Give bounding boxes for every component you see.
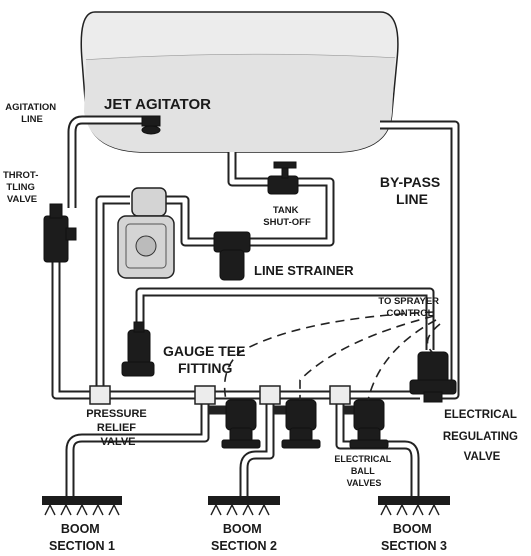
electrical-ball-valves-label: ELECTRICAL BALL VALVES xyxy=(334,454,393,488)
spray-tank xyxy=(80,11,399,153)
pump-icon xyxy=(117,187,175,279)
electrical-ball-valve-2-icon xyxy=(281,399,321,449)
bypass-line-label: BY-PASS LINE xyxy=(380,174,444,207)
jet-agitator-label: JET AGITATOR xyxy=(104,96,211,113)
boom-section-3-icon xyxy=(378,496,450,516)
electrical-ball-valve-1-icon xyxy=(221,399,261,449)
pressure-relief-valve-label: PRESSURE RELIEF VALVE xyxy=(86,408,150,448)
boom-section-1-icon xyxy=(42,496,122,516)
boom-section-1-label: BOOM SECTION 1 xyxy=(49,522,115,553)
to-sprayer-control-label: TO SPRAYER CONTROL xyxy=(378,296,441,319)
jet-agitator-nozzle-icon xyxy=(141,115,161,135)
boom-section-2-label: BOOM SECTION 2 xyxy=(211,522,277,553)
boom-section-2-icon xyxy=(208,496,280,516)
pipes-inner xyxy=(53,117,458,500)
line-strainer-label: LINE STRAINER xyxy=(254,263,354,278)
throttling-valve-icon xyxy=(43,203,77,263)
throttling-valve-label: THROT- TLING VALVE xyxy=(3,170,41,205)
electrical-regulating-valve-icon xyxy=(409,351,457,403)
tank-shutoff-label: TANK SHUT-OFF xyxy=(263,205,311,228)
boom-section-3-label: BOOM SECTION 3 xyxy=(381,522,447,553)
pressure-relief-valve-icon xyxy=(121,321,155,377)
agitation-line-label: AGITATION LINE xyxy=(5,102,58,125)
electrical-regulating-valve-label: ELECTRICAL REGULATING VALVE xyxy=(443,409,521,463)
gauge-tee-fitting-label: GAUGE TEE FITTING xyxy=(163,343,249,376)
control-wires xyxy=(223,311,441,401)
gauge-tee-fittings xyxy=(89,385,351,405)
electrical-ball-valve-3-icon xyxy=(349,399,389,449)
tank-shutoff-valve-icon xyxy=(267,161,299,195)
line-strainer-icon xyxy=(213,231,251,281)
